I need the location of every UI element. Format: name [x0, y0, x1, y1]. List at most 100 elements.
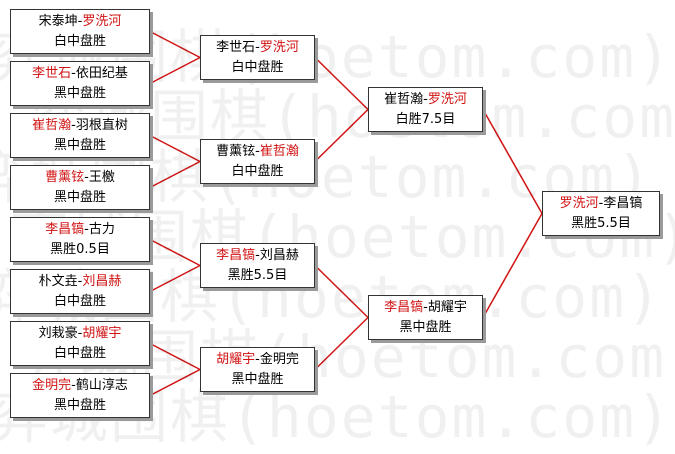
- player-white: 李昌镐: [603, 196, 643, 211]
- player-black: 李世石: [216, 40, 256, 55]
- player-black: 朴文垚: [38, 274, 78, 289]
- round1-match-box: 宋泰坤-罗洗河白中盘胜: [10, 9, 150, 54]
- round1-match-box: 崔哲瀚-羽根直树黑中盘胜: [10, 113, 150, 158]
- player-black: 曹薰铉: [45, 170, 85, 185]
- connector-line: [314, 56, 369, 111]
- round1-match-box: 李昌镐-古力黑胜0.5目: [10, 217, 150, 262]
- player-black: 金明完: [32, 378, 72, 393]
- match-result: 黑胜5.5目: [571, 216, 631, 231]
- player-white: 胡耀宇: [427, 300, 467, 315]
- round3-match-box: 崔哲瀚-罗洗河白胜7.5目: [368, 87, 483, 132]
- connector-line: [149, 56, 201, 85]
- bracket-connectors: [149, 30, 543, 397]
- round1-match-box: 朴文垚-刘昌赫白中盘胜: [10, 269, 150, 314]
- connector-line: [149, 368, 201, 397]
- separator: -: [71, 378, 76, 393]
- connector-line: [314, 108, 369, 163]
- player-black: 李昌镐: [45, 222, 85, 237]
- separator: -: [598, 196, 604, 211]
- round2-match-box: 李昌镐-刘昌赫黑胜5.5目: [200, 243, 315, 288]
- player-black: 曹薰铉: [216, 144, 256, 159]
- connector-line: [149, 30, 201, 59]
- match-result: 白中盘胜: [53, 34, 106, 49]
- players-line: 崔哲瀚-羽根直树: [11, 116, 149, 136]
- match-result: 黑中盘胜: [231, 372, 284, 387]
- players-line: 宋泰坤-罗洗河: [11, 12, 149, 32]
- players-line: 曹薰铉-崔哲瀚: [201, 142, 314, 162]
- match-result: 白中盘胜: [231, 164, 284, 179]
- separator: -: [255, 40, 260, 55]
- separator: -: [71, 118, 76, 133]
- match-result: 黑中盘胜: [53, 190, 106, 205]
- match-result: 黑中盘胜: [399, 320, 452, 335]
- connector-line: [482, 213, 543, 318]
- match-result: 黑中盘胜: [53, 138, 106, 153]
- players-line: 崔哲瀚-罗洗河: [369, 90, 482, 110]
- separator: -: [84, 222, 89, 237]
- player-white: 罗洗河: [427, 92, 467, 107]
- round1-match-box: 曹薰铉-王檄黑中盘胜: [10, 165, 150, 210]
- separator: -: [255, 248, 260, 263]
- match-result: 黑胜0.5目: [50, 242, 110, 257]
- players-line: 李昌镐-古力: [11, 220, 149, 240]
- player-white: 崔哲瀚: [259, 144, 299, 159]
- round1-match-box: 李世石-依田纪基黑中盘胜: [10, 61, 150, 106]
- player-white: 刘昌赫: [259, 248, 299, 263]
- connector-line: [149, 160, 201, 189]
- separator: -: [77, 326, 83, 341]
- players-line: 金明完-鹤山淳志: [11, 376, 149, 396]
- round1-match-box: 金明完-鹤山淳志黑中盘胜: [10, 373, 150, 418]
- connector-line: [314, 316, 369, 371]
- player-black: 崔哲瀚: [384, 92, 424, 107]
- connector-line: [149, 342, 201, 371]
- player-black: 崔哲瀚: [32, 118, 72, 133]
- separator: -: [84, 170, 89, 185]
- player-white: 刘昌赫: [82, 274, 122, 289]
- players-line: 李昌镐-胡耀宇: [369, 298, 482, 318]
- round2-match-box: 李世石-罗洗河白中盘胜: [200, 35, 315, 80]
- players-line: 李世石-依田纪基: [11, 64, 149, 84]
- player-white: 鹤山淳志: [75, 378, 128, 393]
- separator: -: [77, 274, 83, 289]
- players-line: 罗洗河-李昌镐: [543, 194, 659, 214]
- match-result: 黑中盘胜: [53, 86, 106, 101]
- player-white: 王檄: [88, 170, 115, 185]
- round2-match-box: 胡耀宇-金明完黑中盘胜: [200, 347, 315, 392]
- connector-line: [149, 264, 201, 293]
- player-white: 古力: [88, 222, 115, 237]
- player-white: 金明完: [259, 352, 299, 367]
- match-result: 白中盘胜: [53, 294, 106, 309]
- connector-line: [149, 134, 201, 163]
- player-black: 刘栽豪: [38, 326, 78, 341]
- separator: -: [77, 14, 83, 29]
- player-black: 李昌镐: [384, 300, 424, 315]
- players-line: 李世石-罗洗河: [201, 38, 314, 58]
- player-white: 羽根直树: [75, 118, 128, 133]
- players-line: 朴文垚-刘昌赫: [11, 272, 149, 292]
- player-white: 胡耀宇: [82, 326, 122, 341]
- final-match-box: 罗洗河-李昌镐黑胜5.5目: [542, 191, 660, 236]
- separator: -: [423, 92, 428, 107]
- separator: -: [255, 352, 260, 367]
- match-result: 白中盘胜: [231, 60, 284, 75]
- round3-match-box: 李昌镐-胡耀宇黑中盘胜: [368, 295, 483, 340]
- player-black: 宋泰坤: [38, 14, 78, 29]
- match-result: 黑胜5.5目: [227, 268, 288, 283]
- separator: -: [423, 300, 428, 315]
- players-line: 胡耀宇-金明完: [201, 350, 314, 370]
- players-line: 刘栽豪-胡耀宇: [11, 324, 149, 344]
- player-white: 罗洗河: [259, 40, 299, 55]
- connector-line: [149, 238, 201, 267]
- round2-match-box: 曹薰铉-崔哲瀚白中盘胜: [200, 139, 315, 184]
- separator: -: [255, 144, 260, 159]
- player-white: 依田纪基: [75, 66, 128, 81]
- players-line: 李昌镐-刘昌赫: [201, 246, 314, 266]
- players-line: 曹薰铉-王檄: [11, 168, 149, 188]
- connector-line: [482, 109, 543, 214]
- connector-line: [314, 264, 369, 319]
- separator: -: [71, 66, 76, 81]
- player-black: 李昌镐: [216, 248, 256, 263]
- match-result: 白胜7.5目: [395, 112, 456, 127]
- player-white: 罗洗河: [82, 14, 122, 29]
- player-black: 胡耀宇: [216, 352, 256, 367]
